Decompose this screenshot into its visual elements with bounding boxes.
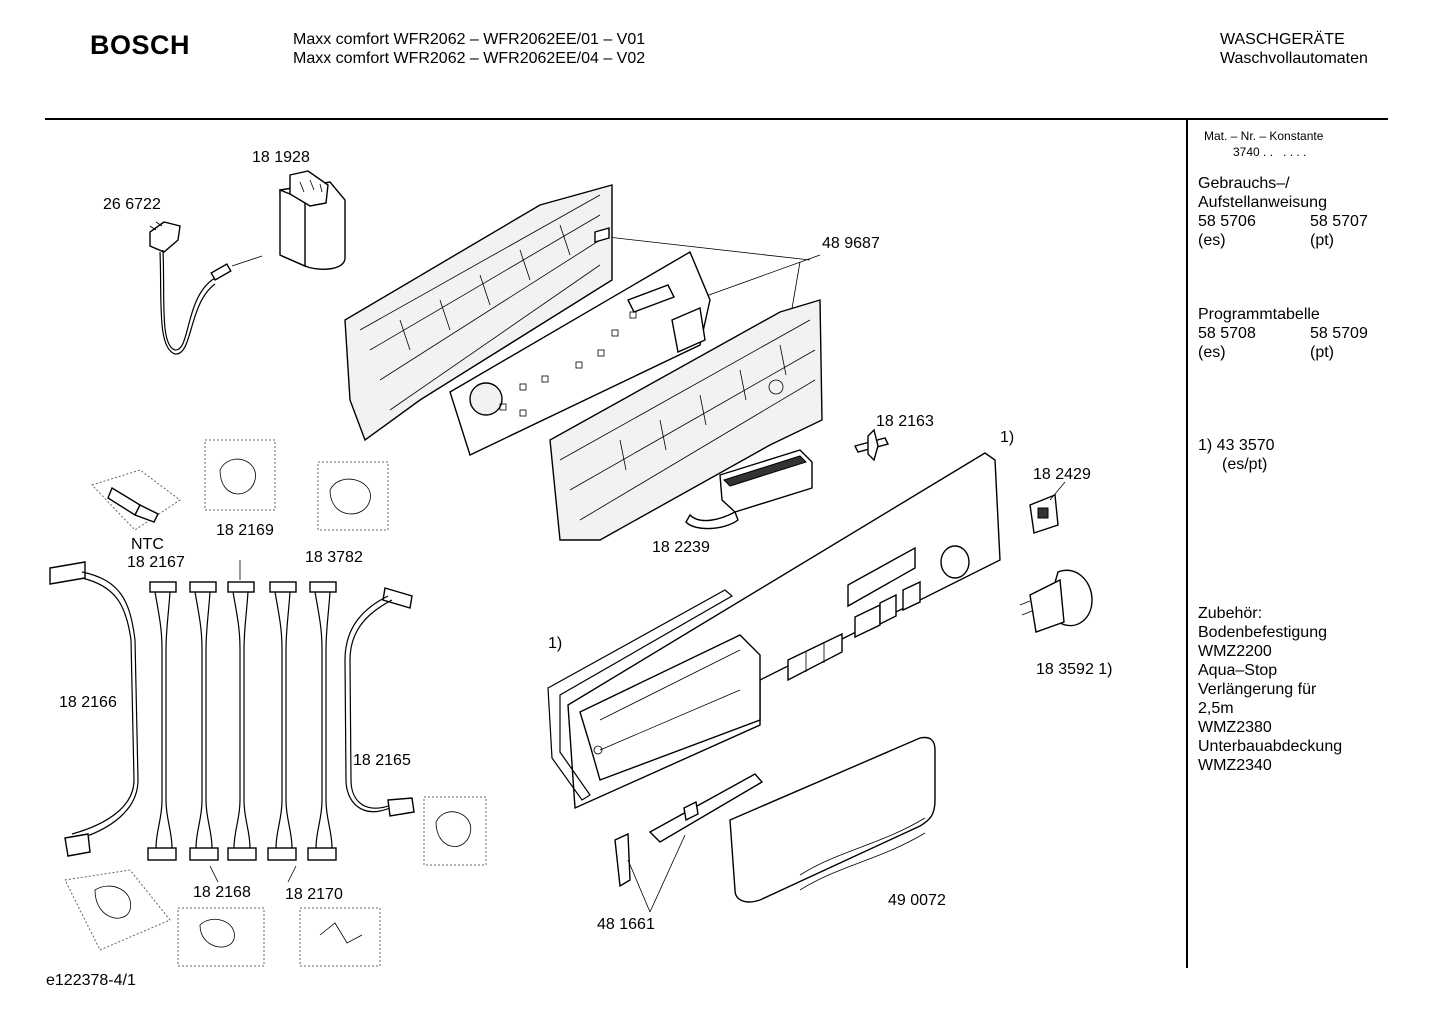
part-label-182239: 18 2239: [652, 539, 710, 556]
manual-block: Gebrauchs–/ Aufstellanweisung 58 5706 58…: [1198, 174, 1368, 250]
part-label-183782: 18 3782: [305, 549, 363, 566]
footnote-1: 1) 43 3570: [1198, 437, 1275, 454]
accessories-block: Zubehör: Bodenbefestigung WMZ2200 Aqua–S…: [1198, 604, 1342, 775]
part-label-182168: 18 2168: [193, 884, 251, 901]
accessory-line: Aqua–Stop: [1198, 662, 1278, 679]
power-cord-part: [149, 221, 263, 355]
footnote-2: (es/pt): [1222, 456, 1268, 473]
mat-nr-label: Mat. – Nr. – Konstante: [1204, 129, 1324, 143]
part-label-182166: 18 2166: [59, 694, 117, 711]
manual-nr-es: 58 5706: [1198, 213, 1256, 230]
control-housing-part: [344, 184, 613, 442]
program-table-lang-es: (es): [1198, 344, 1226, 361]
manual-lang-pt: (pt): [1310, 232, 1334, 249]
brand-logo: BOSCH: [90, 30, 191, 60]
part-label-182170: 18 2170: [285, 886, 343, 903]
program-table-lang-pt: (pt): [1310, 344, 1334, 361]
accessory-line: WMZ2340: [1198, 757, 1272, 774]
part-label-182163: 18 2163: [876, 413, 934, 430]
circuit-board-part: [449, 250, 711, 456]
manual-title-1: Gebrauchs–/: [1198, 175, 1290, 192]
program-table-languages: (es) (pt): [1198, 343, 1368, 362]
program-table-title: Programmtabelle: [1198, 306, 1320, 323]
front-panel-part: [567, 452, 1001, 810]
model-line-1: Maxx comfort WFR2062 – WFR2062EE/01 – V0…: [293, 31, 646, 48]
footnote-block: 1) 43 3570 (es/pt): [1198, 436, 1275, 474]
program-table-nr-es: 58 5708: [1198, 325, 1256, 342]
footnote-marker-top: 1): [1000, 429, 1015, 446]
switch-shaft-part: [853, 428, 890, 462]
accessory-line: WMZ2380: [1198, 719, 1272, 736]
wire-harnesses: [49, 561, 415, 861]
drawer-latch-part: [614, 773, 764, 913]
header-divider: [45, 118, 1388, 120]
part-label-181928: 18 1928: [252, 149, 310, 166]
part-label-ntc: NTC: [131, 536, 164, 553]
program-table-nr-pt: 58 5709: [1310, 325, 1368, 342]
part-label-182429: 18 2429: [1033, 466, 1091, 483]
drawer-handle-part: [729, 736, 936, 903]
ntc-sensor-part: [91, 469, 181, 531]
program-table-numbers: 58 5708 58 5709: [1198, 324, 1368, 343]
manual-numbers: 58 5706 58 5707: [1198, 212, 1368, 231]
part-label-266722: 26 6722: [103, 196, 161, 213]
part-label-481661: 48 1661: [597, 916, 655, 933]
detail-boxes: [64, 439, 487, 967]
control-carrier-part: [549, 299, 823, 541]
manual-title-2: Aufstellanweisung: [1198, 194, 1327, 211]
leader-harness-bottom: [209, 865, 297, 883]
footnote-marker-left: 1): [548, 635, 563, 652]
category-2: Waschvollautomaten: [1220, 50, 1368, 67]
program-knob-part: [1019, 569, 1093, 633]
manual-nr-pt: 58 5707: [1310, 213, 1368, 230]
accessory-line: Unterbauabdeckung: [1198, 738, 1343, 755]
filter-part: [279, 170, 346, 270]
light-guide-part: [685, 449, 813, 530]
accessory-line: Zubehör:: [1198, 605, 1263, 622]
drawing-id: e122378-4/1: [46, 972, 136, 989]
part-label-182167: 18 2167: [127, 554, 185, 571]
selector-switch-part: [1029, 481, 1066, 534]
mat-nr-value: 3740 . . . . . .: [1233, 145, 1307, 159]
exploded-drawing: [49, 170, 1093, 967]
accessory-line: WMZ2200: [1198, 643, 1272, 660]
part-label-490072: 49 0072: [888, 892, 946, 909]
part-label-489687: 48 9687: [822, 235, 880, 252]
program-table-block: Programmtabelle 58 5708 58 5709 (es) (pt…: [1198, 305, 1368, 362]
part-label-183592: 18 3592 1): [1036, 661, 1113, 678]
model-line-2: Maxx comfort WFR2062 – WFR2062EE/04 – V0…: [293, 50, 646, 67]
sidebar-divider: [1186, 120, 1188, 968]
manual-lang-es: (es): [1198, 232, 1226, 249]
panel-seal-part: [547, 589, 734, 801]
part-label-182169: 18 2169: [216, 522, 274, 539]
accessory-line: 2,5m: [1198, 700, 1234, 717]
accessory-line: Verlängerung für: [1198, 681, 1317, 698]
category-1: WASCHGERÄTE: [1220, 31, 1345, 48]
manual-languages: (es) (pt): [1198, 231, 1368, 250]
part-label-182165: 18 2165: [353, 752, 411, 769]
accessory-line: Bodenbefestigung: [1198, 624, 1327, 641]
